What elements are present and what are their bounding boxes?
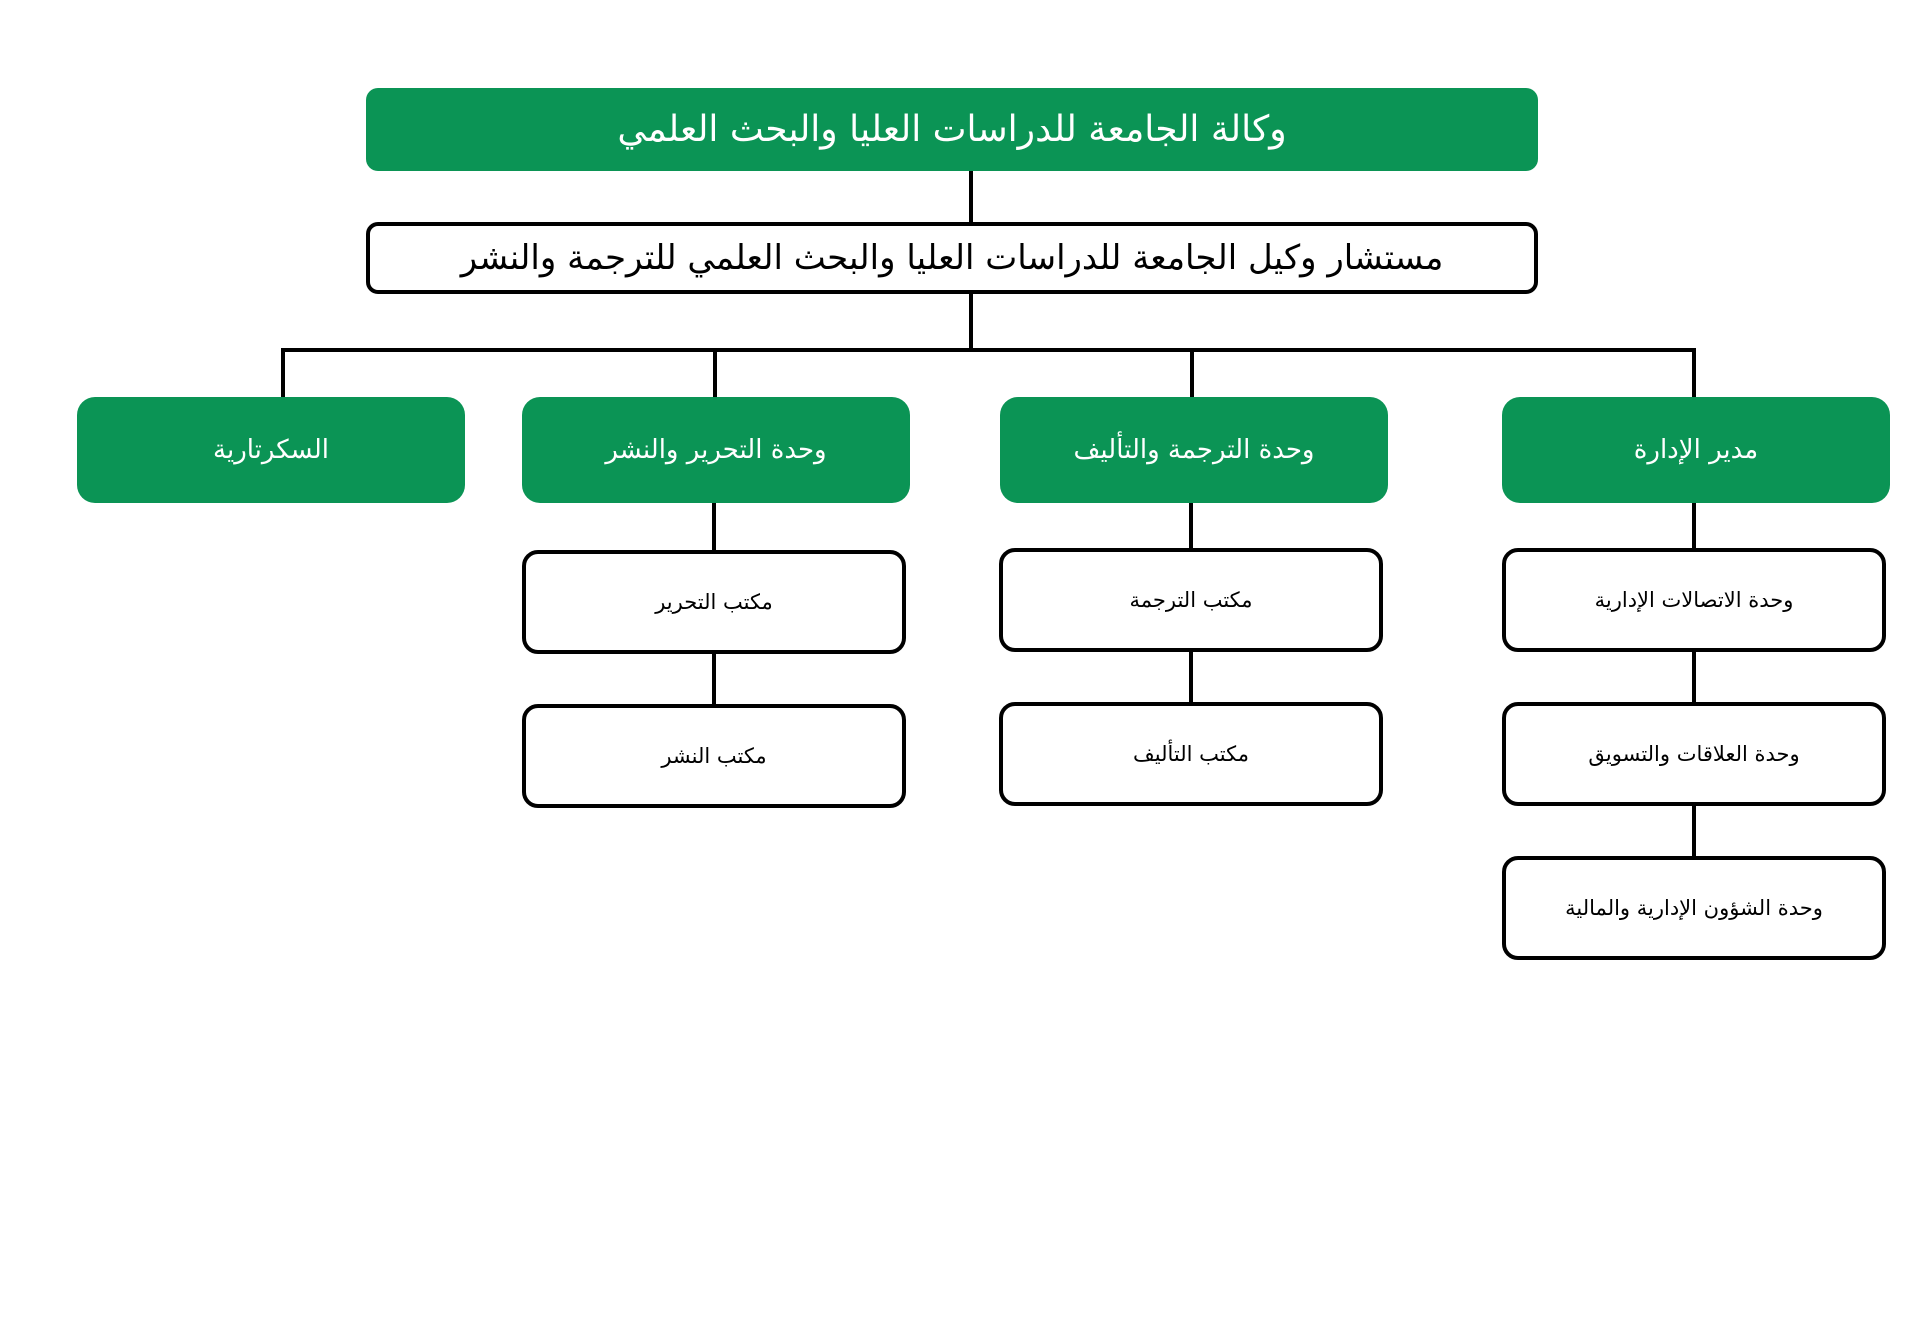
unit-editing-office: مكتب التحرير <box>522 550 906 654</box>
unit-translation-office: مكتب الترجمة <box>999 548 1383 652</box>
dept-editing-publishing: وحدة التحرير والنشر <box>522 397 910 503</box>
unit-authoring-office: مكتب التأليف <box>999 702 1383 806</box>
dept-translation-authoring: وحدة الترجمة والتأليف <box>1000 397 1388 503</box>
unit-admin-financial-affairs: وحدة الشؤون الإدارية والمالية <box>1502 856 1886 960</box>
unit-relations-marketing: وحدة العلاقات والتسويق <box>1502 702 1886 806</box>
dept-secretariat: السكرتارية <box>77 397 465 503</box>
unit-publishing-office: مكتب النشر <box>522 704 906 808</box>
org-advisor: مستشار وكيل الجامعة للدراسات العليا والب… <box>366 222 1538 294</box>
unit-admin-communications: وحدة الاتصالات الإدارية <box>1502 548 1886 652</box>
org-top-agency: وكالة الجامعة للدراسات العليا والبحث الع… <box>366 88 1538 171</box>
dept-admin-director: مدير الإدارة <box>1502 397 1890 503</box>
